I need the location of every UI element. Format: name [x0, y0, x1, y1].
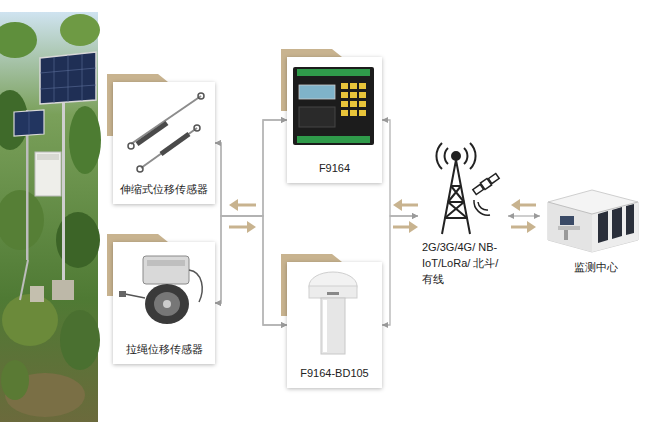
terminal-card: F9164-BD105: [287, 262, 382, 388]
connector: [215, 120, 287, 216]
connector: [215, 143, 287, 325]
flow-arrows: [229, 199, 536, 233]
site-photo: [0, 12, 101, 422]
draw-wire-sensor-picture: [113, 242, 213, 337]
beidou-terminal-picture: [287, 262, 380, 362]
sensor-card: 拉绳位移传感器: [113, 242, 215, 364]
node-label: F9164: [289, 161, 380, 177]
connector: [215, 216, 287, 325]
node-label: 监测中心: [540, 260, 651, 276]
network-node: 2G/3G/4G/ NB-IoT/LoRa/ 北斗/有线: [418, 140, 508, 305]
logger-card: F9164: [287, 57, 382, 183]
telescopic-sensor-picture: [113, 82, 213, 177]
node-label: F9164-BD105: [289, 366, 380, 382]
node-label: 拉绳位移传感器: [115, 342, 213, 358]
signal-tower-icon: [418, 140, 508, 238]
sensor-card: 伸缩式位移传感器: [113, 82, 215, 204]
monitoring-room-picture: [540, 188, 645, 254]
monitoring-center: 监测中心: [540, 188, 651, 280]
connector: [382, 120, 418, 216]
node-label: 伸缩式位移传感器: [115, 182, 213, 198]
node-label: 2G/3G/4G/ NB-IoT/LoRa/ 北斗/有线: [422, 240, 504, 288]
data-logger-picture: [287, 57, 380, 157]
connector: [382, 216, 418, 325]
connector: [215, 120, 287, 303]
connector: [508, 215, 540, 216]
